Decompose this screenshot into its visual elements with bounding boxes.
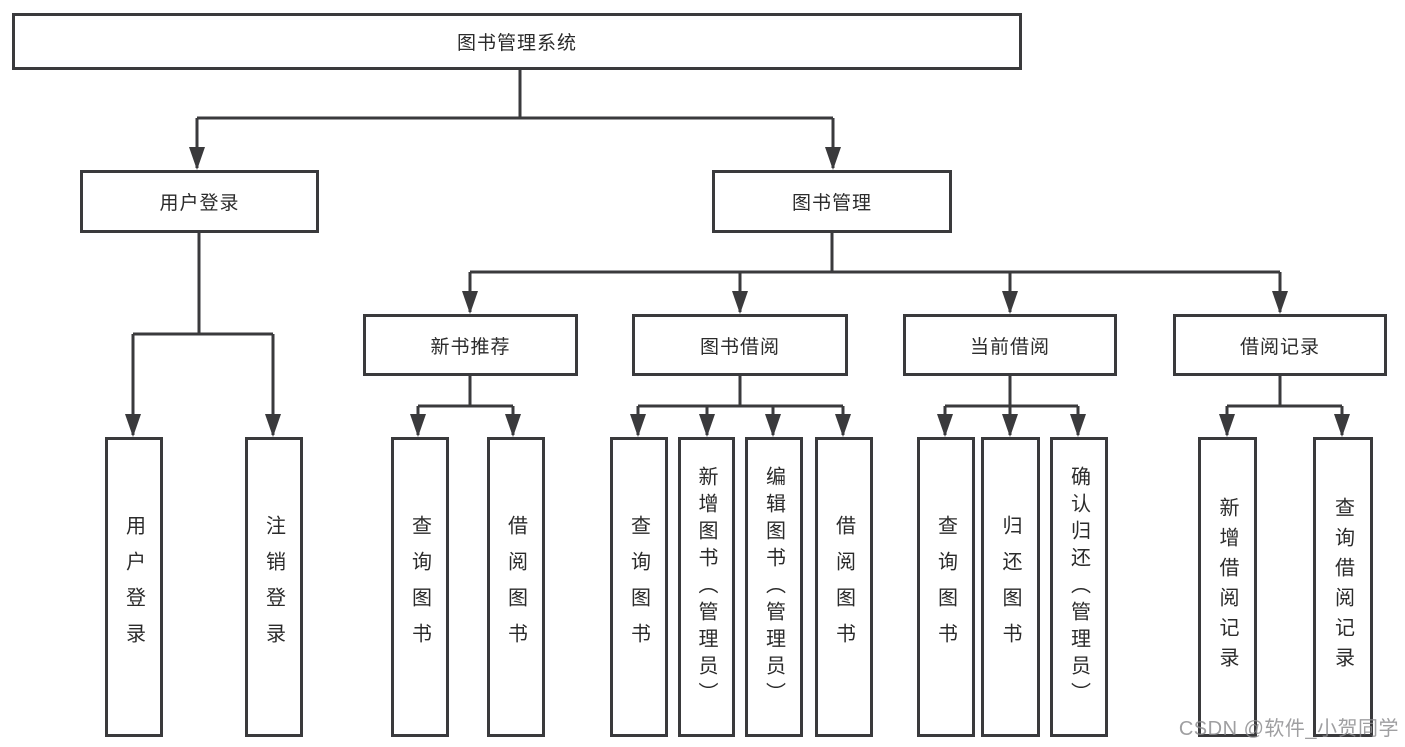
- node-new-book-rec: 新书推荐: [363, 314, 578, 376]
- arrow-down-icon: [1070, 414, 1086, 437]
- arrow-down-icon: [505, 414, 521, 437]
- arrow-down-icon: [699, 414, 715, 437]
- arrow-down-icon: [410, 414, 426, 437]
- connector-book-mgmt: [468, 233, 1282, 312]
- arrow-down-icon: [765, 414, 781, 437]
- leaf-newbook-query: 查询图书: [391, 437, 449, 737]
- arrow-down-icon: [630, 414, 646, 437]
- arrow-down-icon: [825, 147, 841, 170]
- node-borrow-records: 借阅记录: [1173, 314, 1387, 376]
- arrow-down-icon: [937, 414, 953, 437]
- leaf-newbook-borrow: 借阅图书: [487, 437, 545, 737]
- leaf-logout: 注销登录: [245, 437, 303, 737]
- leaf-current-confirm: 确认归还（管理员）: [1050, 437, 1108, 737]
- connector-user-login: [131, 233, 275, 435]
- node-book-mgmt: 图书管理: [712, 170, 952, 233]
- node-user-login: 用户登录: [80, 170, 319, 233]
- node-root: 图书管理系统: [12, 13, 1022, 70]
- node-book-borrow: 图书借阅: [632, 314, 848, 376]
- arrow-down-icon: [835, 414, 851, 437]
- arrow-down-icon: [125, 414, 141, 437]
- leaf-records-add: 新增借阅记录: [1198, 437, 1257, 737]
- arrow-down-icon: [1219, 414, 1235, 437]
- csdn-watermark: CSDN @软件_小贺同学: [1178, 718, 1399, 740]
- arrow-down-icon: [1272, 291, 1288, 314]
- leaf-records-query: 查询借阅记录: [1313, 437, 1373, 737]
- connector-new-book: [416, 376, 515, 435]
- leaf-borrow-query: 查询图书: [610, 437, 668, 737]
- arrow-down-icon: [462, 291, 478, 314]
- arrow-down-icon: [1002, 414, 1018, 437]
- leaf-borrow-borrow: 借阅图书: [815, 437, 873, 737]
- arrow-down-icon: [189, 147, 205, 170]
- connector-book-borrow: [636, 376, 845, 435]
- leaf-borrow-add: 新增图书（管理员）: [678, 437, 735, 737]
- leaf-current-return: 归还图书: [981, 437, 1040, 737]
- leaf-user-login: 用户登录: [105, 437, 163, 737]
- arrow-down-icon: [1334, 414, 1350, 437]
- connector-root: [195, 70, 835, 168]
- arrow-down-icon: [1002, 291, 1018, 314]
- arrowheads: [125, 147, 1350, 437]
- arrow-down-icon: [732, 291, 748, 314]
- connector-borrow-records: [1225, 376, 1344, 435]
- leaf-borrow-edit: 编辑图书（管理员）: [745, 437, 803, 737]
- node-current-borrow: 当前借阅: [903, 314, 1117, 376]
- leaf-current-query: 查询图书: [917, 437, 975, 737]
- arrow-down-icon: [265, 414, 281, 437]
